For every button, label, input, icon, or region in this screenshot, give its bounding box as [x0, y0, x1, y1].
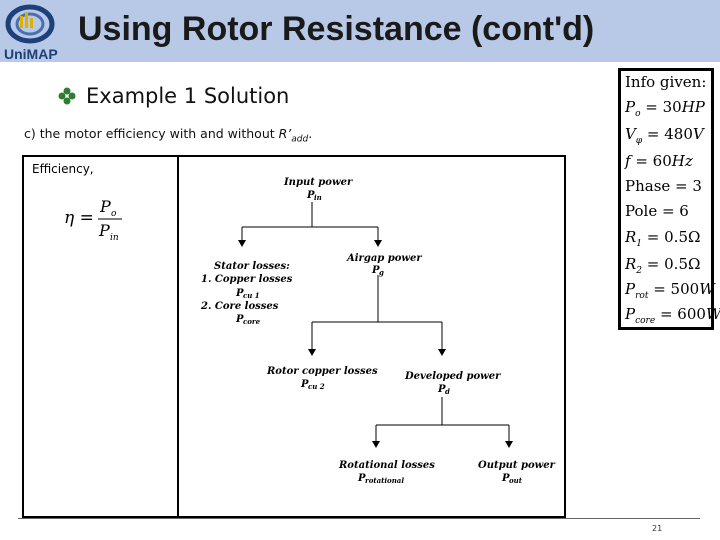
solution-box	[22, 155, 566, 518]
airgap-sym: P	[371, 265, 380, 276]
output-sym: P	[501, 473, 510, 484]
arrow-head	[438, 349, 446, 356]
output-sub: out	[509, 476, 523, 485]
copper-losses-label: 1. Copper losses	[201, 274, 293, 285]
rotational-losses-label: Rotational losses	[338, 460, 435, 471]
info-row-pole: Pole = 6	[625, 202, 689, 220]
copper-sub: cu 1	[243, 291, 260, 300]
footer-divider	[18, 518, 700, 519]
question-text: c) the motor efficiency with and without	[24, 126, 279, 141]
rotor-copper-sub: cu 2	[308, 382, 325, 391]
formula-numerator: P	[99, 197, 111, 216]
core-losses-label: 2. Core losses	[200, 301, 279, 312]
input-power-label: Input power	[283, 177, 353, 188]
column-divider	[177, 155, 179, 518]
info-row-pcore: Pcore = 600W	[625, 305, 720, 326]
info-given-box: Info given: Po = 30HP Vφ = 480V f = 60Hz…	[618, 68, 720, 330]
core-sub: core	[243, 317, 261, 326]
formula-denominator: P	[98, 221, 110, 240]
formula-numerator-sub: o	[111, 209, 117, 219]
logo-text: UniMAP	[4, 46, 58, 62]
info-row-prot: Prot = 500W	[625, 280, 715, 301]
rotational-sym: P	[357, 473, 366, 484]
info-row-r1: R1 = 0.5Ω	[625, 228, 701, 249]
question-suffix: .	[308, 126, 313, 141]
unimap-logo: UniMAP	[4, 4, 58, 62]
developed-sub: d	[445, 387, 450, 396]
info-row-po: Po = 30HP	[625, 98, 705, 119]
developed-power-label: Developed power	[404, 371, 501, 382]
copper-sym: P	[235, 288, 244, 299]
rotor-copper-label: Rotor copper losses	[266, 366, 378, 377]
question-line: c) the motor efficiency with and without…	[24, 126, 312, 145]
info-row-r2: R2 = 0.5Ω	[625, 255, 701, 276]
core-sym: P	[235, 314, 244, 325]
diamond-bullet-icon	[58, 87, 76, 105]
rotor-copper-sym: P	[300, 379, 309, 390]
formula-denominator-sub: in	[110, 233, 119, 243]
info-row-phase: Phase = 3	[625, 177, 702, 195]
bullet-heading: Example 1 Solution	[58, 84, 289, 108]
question-subscript: add	[291, 134, 309, 145]
formula-lhs: η =	[64, 208, 94, 228]
efficiency-formula: η = P o P in	[64, 197, 122, 243]
bullet-text: Example 1 Solution	[86, 84, 290, 108]
info-heading: Info given:	[625, 73, 707, 91]
arrow-head	[308, 349, 316, 356]
arrow-head	[372, 441, 380, 448]
rotational-sub: rotational	[365, 476, 404, 485]
arrow-head	[238, 240, 246, 247]
efficiency-label: Efficiency,	[32, 162, 94, 176]
airgap-power-label: Airgap power	[346, 253, 422, 264]
developed-sym: P	[437, 384, 446, 395]
page-number: 21	[652, 524, 663, 533]
slide-header: UniMAP Using Rotor Resistance (cont'd)	[0, 0, 720, 62]
power-flow-diagram: Input power P in Airgap power P g Stator…	[200, 177, 556, 485]
info-row-vphi: Vφ = 480V	[625, 125, 704, 146]
info-row-f: f = 60Hz	[625, 152, 693, 170]
arrow-head	[505, 441, 513, 448]
page-title: Using Rotor Resistance (cont'd)	[78, 10, 595, 48]
output-power-label: Output power	[478, 460, 556, 471]
input-power-sym: P	[306, 190, 315, 201]
question-symbol: R’	[278, 126, 292, 141]
input-power-sub: in	[314, 193, 322, 202]
arrow-head	[374, 240, 382, 247]
stator-losses-label: Stator losses:	[214, 261, 290, 272]
airgap-sub: g	[379, 268, 384, 277]
